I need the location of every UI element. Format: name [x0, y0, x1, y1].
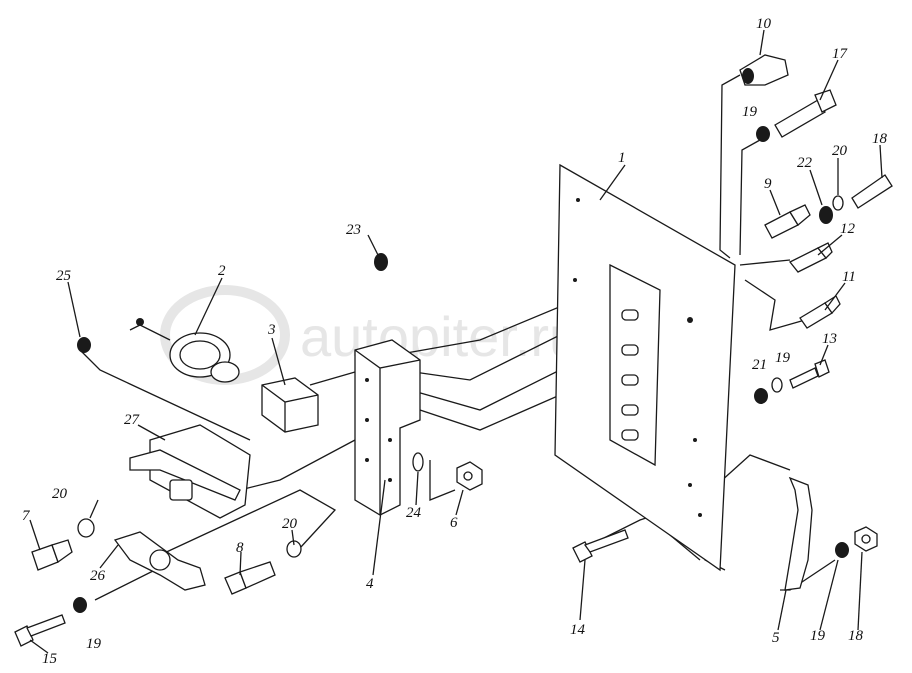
washer-20-left: [77, 518, 95, 538]
callout-21: 21: [752, 357, 767, 373]
callout-22: 22: [797, 155, 813, 171]
bracket-5: [784, 476, 813, 591]
fitting-9: [764, 204, 811, 239]
bolt-13: [789, 359, 830, 389]
tee-valve-26: [113, 531, 206, 591]
callout-19-mid: 19: [775, 350, 791, 366]
callout-4: 4: [366, 576, 374, 592]
fitting-12: [788, 242, 833, 273]
washer-19-mid: [771, 377, 783, 393]
callout-25: 25: [56, 268, 72, 284]
callout-17: 17: [832, 46, 849, 62]
distribution-block-4: [354, 339, 421, 516]
bolt-18-upper: [851, 174, 893, 209]
callout-3: 3: [267, 322, 276, 338]
callout-24: 24: [406, 505, 422, 521]
callout-20-mid: 20: [282, 516, 298, 532]
callout-18-lower: 18: [848, 628, 864, 644]
callout-1: 1: [618, 150, 626, 166]
fitting-7: [31, 539, 73, 571]
callout-5: 5: [772, 630, 780, 646]
callout-27: 27: [124, 412, 141, 428]
callout-20-left: 20: [52, 486, 68, 502]
sensor-10: [739, 54, 789, 86]
callout-26: 26: [90, 568, 106, 584]
callout-labels: 1 2 3 4 5 6 7 8 9 10 11 12 13 14 15 17 1…: [22, 16, 888, 667]
bolt-17: [774, 89, 837, 138]
mounting-plate-1: [554, 163, 736, 572]
callout-10: 10: [756, 16, 772, 32]
fitting-11: [799, 295, 841, 329]
callout-6: 6: [450, 515, 458, 531]
callout-19-left: 19: [86, 636, 102, 652]
callout-19-upper: 19: [742, 104, 758, 120]
washer-22: [819, 206, 833, 224]
callout-8: 8: [236, 540, 244, 556]
callout-15: 15: [42, 651, 58, 667]
callout-12: 12: [840, 221, 856, 237]
bolt-14: [572, 529, 629, 563]
callout-9: 9: [764, 176, 772, 192]
washer-19-upper: [756, 126, 770, 142]
washer-24: [412, 452, 424, 472]
callout-20-upper: 20: [832, 143, 848, 159]
watermark-text: autopiter.ru: [300, 305, 580, 368]
valve-body-27: [129, 424, 251, 519]
washer-23: [374, 253, 388, 271]
callout-2: 2: [218, 263, 226, 279]
callout-23: 23: [346, 222, 361, 238]
coil-relay-2: [129, 318, 240, 383]
washer-20-upper: [832, 195, 844, 211]
nut-18-lower: [854, 526, 878, 552]
washer-21: [754, 388, 768, 404]
fitting-8: [224, 561, 276, 595]
nut-6: [456, 461, 483, 491]
washer-19-lower: [835, 542, 849, 558]
callout-7: 7: [22, 508, 31, 524]
callout-18-upper: 18: [872, 131, 888, 147]
callout-19-lower: 19: [810, 628, 826, 644]
leader-lines: [29, 29, 883, 654]
callout-11: 11: [842, 269, 856, 285]
callout-13: 13: [822, 331, 837, 347]
washer-25: [77, 337, 91, 353]
callout-14: 14: [570, 622, 586, 638]
bolt-15: [14, 614, 66, 647]
washer-19-left: [73, 597, 87, 613]
block-3: [261, 377, 319, 433]
